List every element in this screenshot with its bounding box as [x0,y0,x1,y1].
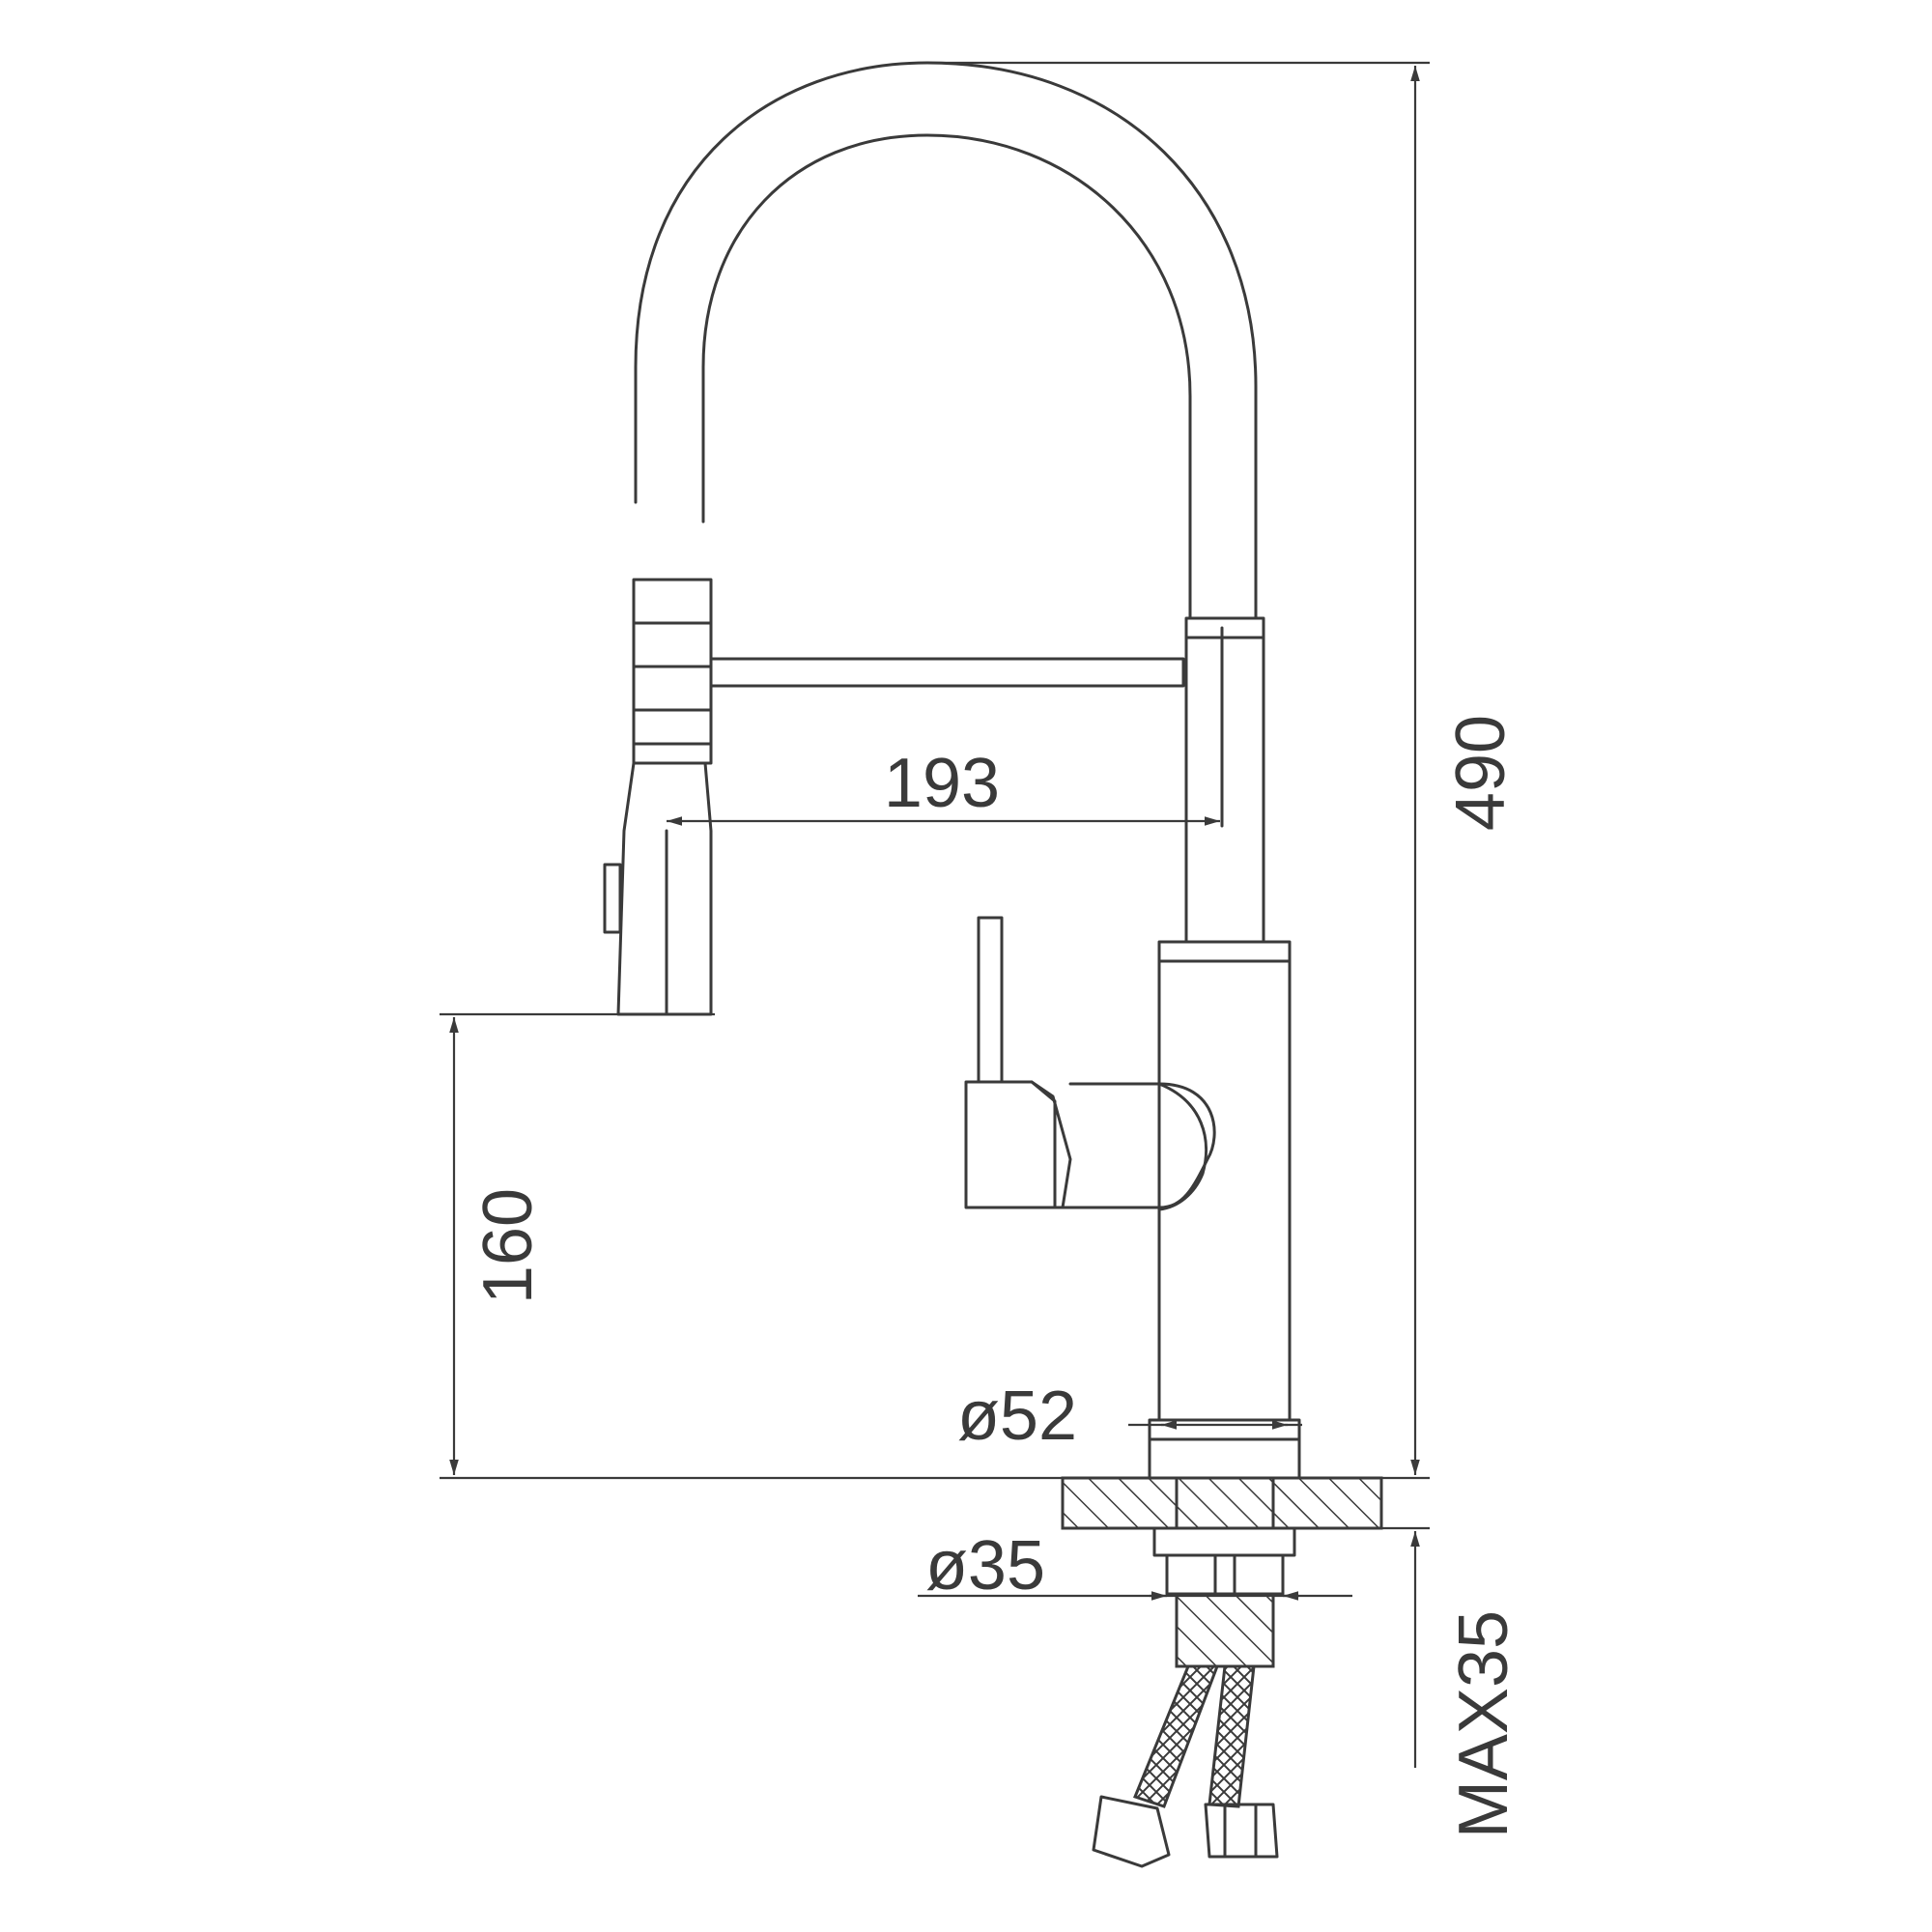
base-diameter-label: ø52 [957,1378,1077,1455]
spout-arch-outer [634,61,1258,620]
outlet-height-label: 160 [469,1188,547,1304]
hose-nut-right [1204,1803,1279,1859]
supply-hose-left [1133,1664,1220,1808]
gasket [1152,1526,1296,1557]
spray-button [603,863,622,934]
threaded-nut [1165,1553,1285,1596]
total-height-label: 490 [1442,715,1520,831]
cartridge-housing [1061,1082,1216,1209]
mounting-shank [1175,1476,1275,1530]
deck-thickness-label: MAX35 [1445,1610,1522,1838]
threaded-stud [1175,1592,1275,1668]
upper-riser [1184,616,1265,944]
base-flange [1148,1418,1301,1480]
hole-diameter-label: ø35 [925,1527,1045,1605]
dimensions: 490 193 160 ø52 ø35 MAX35 [440,61,1522,1838]
handle-grip [964,1080,1057,1209]
handle-neck [1030,1080,1072,1209]
hose-nut-left [1092,1795,1171,1868]
spout-reach-label: 193 [884,745,1000,822]
handle-lever [977,916,1004,1084]
spray-head [616,761,713,1016]
spray-head-collar [632,578,713,765]
spout-arch-inner [701,133,1192,620]
cartridge-cap [1157,1082,1208,1211]
main-body [1157,940,1292,1422]
support-bar [709,657,1185,688]
supply-hose-right [1208,1664,1256,1808]
